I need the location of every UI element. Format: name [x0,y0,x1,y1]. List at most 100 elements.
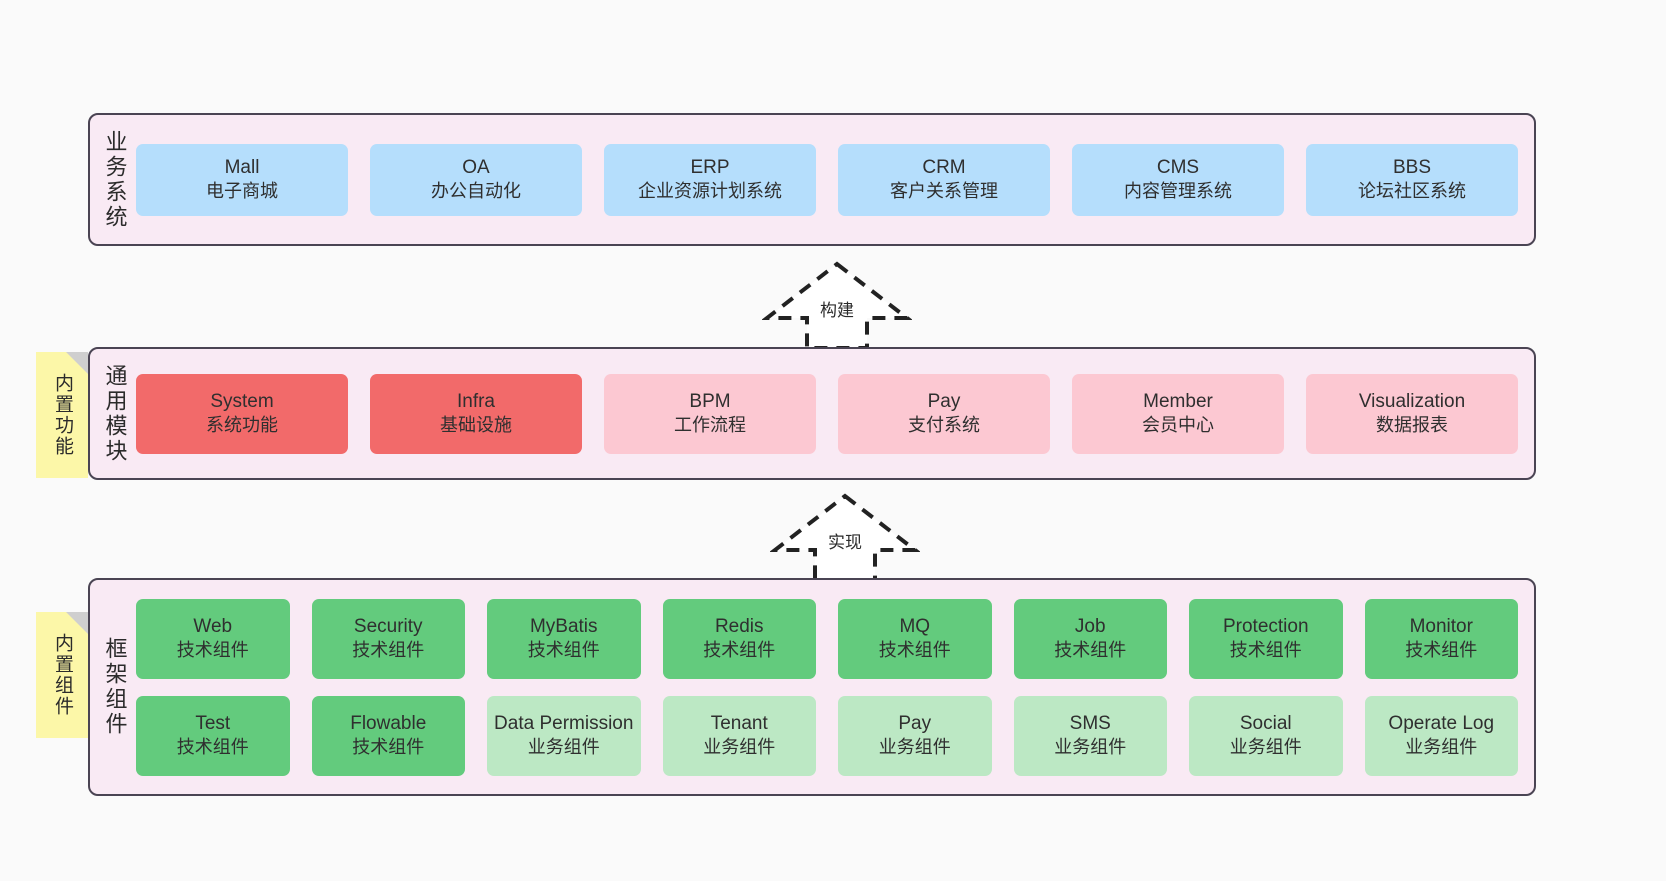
layer-common-title-text: 通用模块 [102,363,128,464]
framework-card-security[interactable]: Security 技术组件 [311,598,465,679]
card-subtitle: 技术组件 [703,640,776,661]
card-title: Infra [456,390,496,412]
card-title: CMS [1156,156,1200,178]
layer-business-system: 业务系统 Mall 电子商城 OA 办公自动化 ERP 企业资源计划系统 CRM… [88,113,1536,246]
card-subtitle: 业务组件 [1054,737,1127,758]
common-card-bpm[interactable]: BPM 工作流程 [604,373,816,454]
business-card-cms[interactable]: CMS 内容管理系统 [1072,143,1284,216]
connector-build-arrow: 构建 [762,260,912,352]
layer-business-title: 业务系统 [90,115,136,244]
card-title: MyBatis [529,615,598,637]
card-subtitle: 技术组件 [352,640,425,661]
card-title: OA [462,156,490,178]
layer-business-title-text: 业务系统 [102,129,128,230]
card-title: SMS [1069,712,1111,734]
framework-card-social[interactable]: Social 业务组件 [1189,695,1343,776]
layer-common-body: System 系统功能 Infra 基础设施 BPM 工作流程 Pay 支付系统… [136,349,1534,478]
framework-card-web[interactable]: Web 技术组件 [136,598,290,679]
card-title: Pay [927,390,961,412]
framework-card-data-permission[interactable]: Data Permission 业务组件 [487,695,641,776]
card-title: BPM [689,390,731,412]
layer-framework-title-text: 框架组件 [102,637,128,737]
card-subtitle: 企业资源计划系统 [638,181,782,202]
card-subtitle: 技术组件 [527,640,600,661]
card-title: Monitor [1409,615,1473,637]
card-subtitle: 会员中心 [1142,415,1214,436]
framework-card-flowable[interactable]: Flowable 技术组件 [311,695,465,776]
card-title: Social [1239,712,1292,734]
note-text: 内置功能 [51,373,73,457]
card-subtitle: 业务组件 [703,737,776,758]
business-card-bbs[interactable]: BBS 论坛社区系统 [1306,143,1518,216]
card-subtitle: 工作流程 [674,415,746,436]
common-row: System 系统功能 Infra 基础设施 BPM 工作流程 Pay 支付系统… [136,373,1518,454]
card-subtitle: 业务组件 [527,737,600,758]
card-subtitle: 论坛社区系统 [1358,181,1466,202]
card-subtitle: 技术组件 [878,640,951,661]
card-title: Pay [898,712,932,734]
framework-card-operate-log[interactable]: Operate Log 业务组件 [1364,695,1518,776]
card-subtitle: 业务组件 [1229,737,1302,758]
card-title: CRM [922,156,966,178]
card-subtitle: 基础设施 [440,415,512,436]
common-card-visualization[interactable]: Visualization 数据报表 [1306,373,1518,454]
framework-row-1: Web 技术组件 Security 技术组件 MyBatis 技术组件 Redi… [136,598,1518,679]
framework-card-test[interactable]: Test 技术组件 [136,695,290,776]
connector-realize-label: 实现 [828,533,862,552]
card-title: Member [1143,390,1213,412]
note-fold-icon [66,352,88,374]
sticky-note-builtin-features: 内置功能 [36,352,88,478]
common-card-infra[interactable]: Infra 基础设施 [370,373,582,454]
connector-realize-arrow: 实现 [770,492,920,584]
layer-common-module: 通用模块 System 系统功能 Infra 基础设施 BPM 工作流程 Pay… [88,347,1536,480]
card-subtitle: 技术组件 [1054,640,1127,661]
layer-common-title: 通用模块 [90,349,136,478]
common-card-member[interactable]: Member 会员中心 [1072,373,1284,454]
business-card-oa[interactable]: OA 办公自动化 [370,143,582,216]
card-subtitle: 系统功能 [206,415,278,436]
framework-card-redis[interactable]: Redis 技术组件 [662,598,816,679]
framework-card-job[interactable]: Job 技术组件 [1013,598,1167,679]
framework-card-mq[interactable]: MQ 技术组件 [838,598,992,679]
card-subtitle: 业务组件 [878,737,951,758]
note-text: 内置组件 [51,633,73,717]
card-title: Visualization [1358,390,1466,412]
card-title: Flowable [350,712,427,734]
layer-framework-component: 框架组件 Web 技术组件 Security 技术组件 MyBatis 技术组件… [88,578,1536,796]
note-fold-icon [66,612,88,634]
card-title: Mall [224,156,260,178]
business-card-erp[interactable]: ERP 企业资源计划系统 [604,143,816,216]
card-title: Redis [714,615,764,637]
card-title: Tenant [710,712,768,734]
business-card-mall[interactable]: Mall 电子商城 [136,143,348,216]
framework-card-mybatis[interactable]: MyBatis 技术组件 [487,598,641,679]
card-subtitle: 办公自动化 [431,181,521,202]
card-title: Web [193,615,233,637]
card-title: Security [353,615,423,637]
business-row: Mall 电子商城 OA 办公自动化 ERP 企业资源计划系统 CRM 客户关系… [136,143,1518,216]
framework-card-pay[interactable]: Pay 业务组件 [838,695,992,776]
card-title: ERP [690,156,730,178]
card-title: Test [195,712,231,734]
connector-build-label: 构建 [820,301,854,320]
card-subtitle: 内容管理系统 [1124,181,1232,202]
framework-card-tenant[interactable]: Tenant 业务组件 [662,695,816,776]
layer-framework-body: Web 技术组件 Security 技术组件 MyBatis 技术组件 Redi… [136,580,1534,794]
common-card-pay[interactable]: Pay 支付系统 [838,373,1050,454]
common-card-system[interactable]: System 系统功能 [136,373,348,454]
framework-card-protection[interactable]: Protection 技术组件 [1189,598,1343,679]
business-card-crm[interactable]: CRM 客户关系管理 [838,143,1050,216]
card-title: MQ [899,615,931,637]
card-title: Job [1074,615,1106,637]
card-subtitle: 技术组件 [176,640,249,661]
framework-row-2: Test 技术组件 Flowable 技术组件 Data Permission … [136,695,1518,776]
card-subtitle: 客户关系管理 [890,181,998,202]
card-subtitle: 技术组件 [1229,640,1302,661]
card-title: Data Permission [494,712,634,734]
card-title: BBS [1392,156,1432,178]
sticky-note-builtin-components: 内置组件 [36,612,88,738]
card-subtitle: 支付系统 [908,415,980,436]
framework-card-sms[interactable]: SMS 业务组件 [1013,695,1167,776]
card-subtitle: 电子商城 [206,181,278,202]
framework-card-monitor[interactable]: Monitor 技术组件 [1364,598,1518,679]
